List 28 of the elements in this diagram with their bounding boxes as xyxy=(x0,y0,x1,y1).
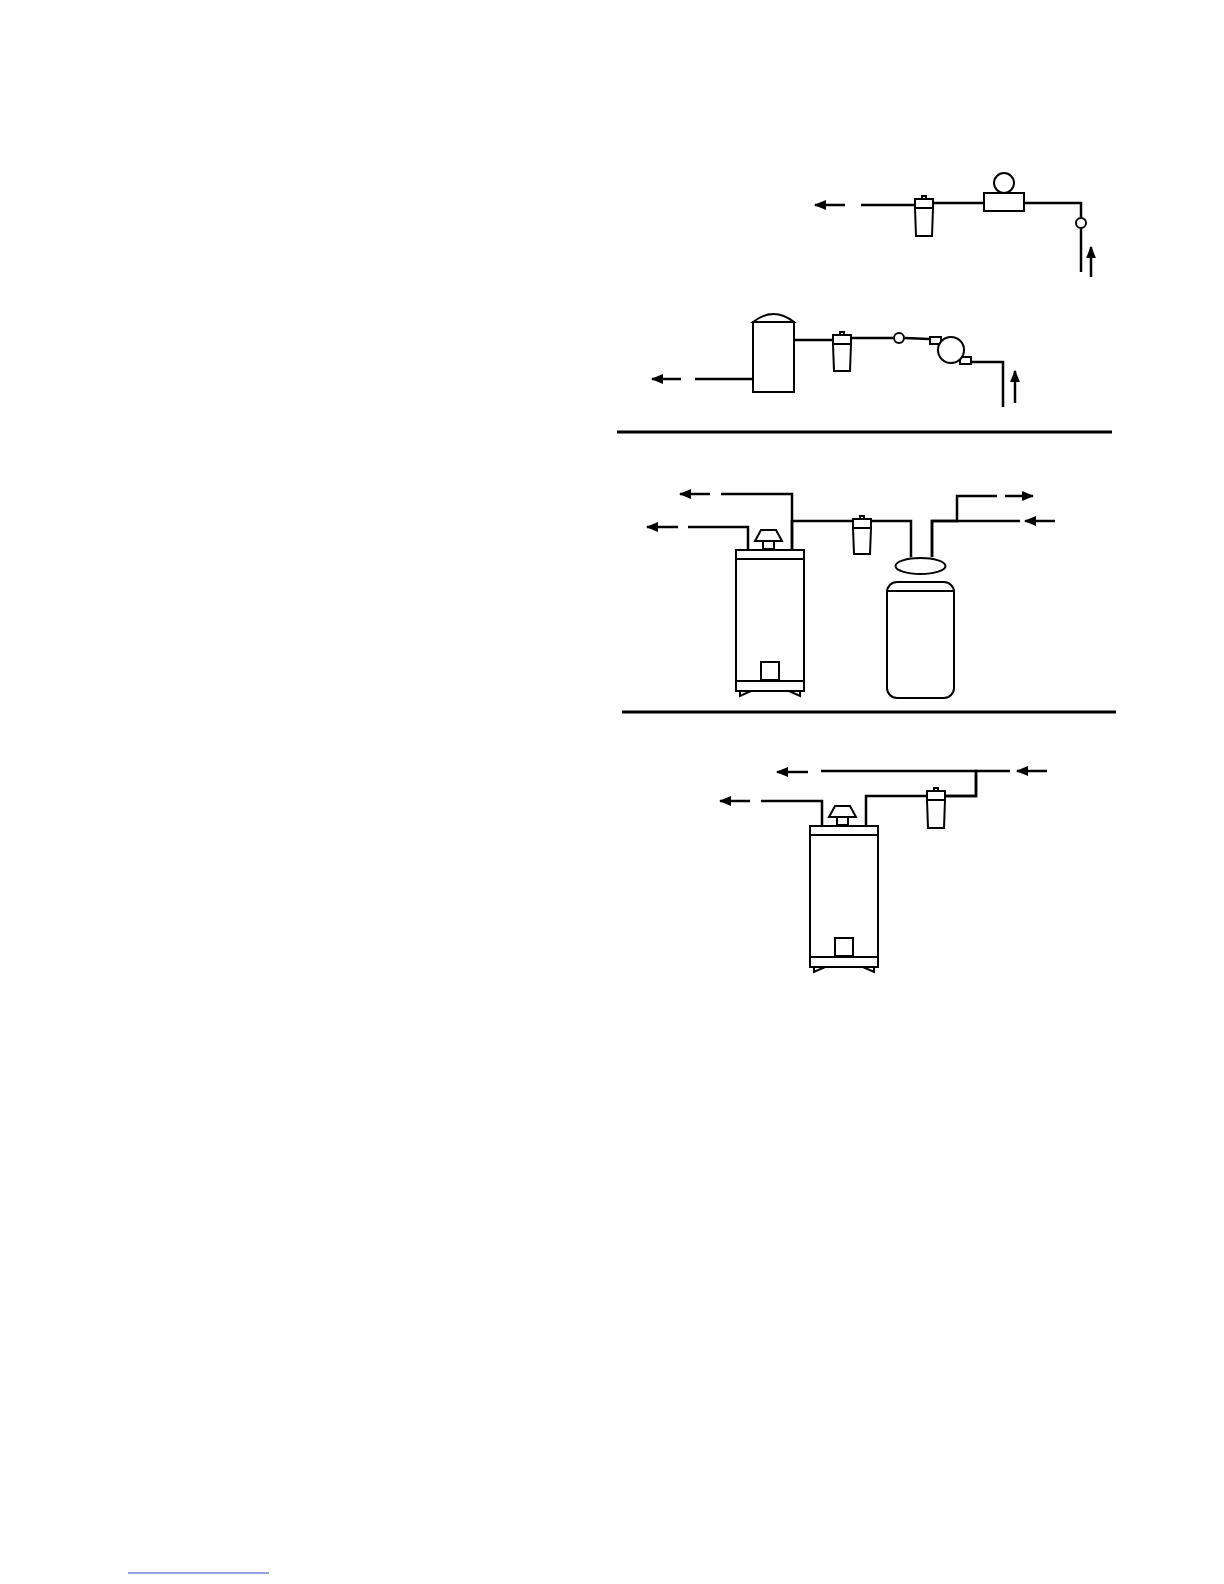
pipe xyxy=(821,769,978,798)
pipe xyxy=(972,360,1005,407)
pressure-tank xyxy=(752,312,795,393)
filter-housing xyxy=(926,787,946,829)
pipe xyxy=(1079,229,1083,272)
valve xyxy=(893,332,905,344)
pipe xyxy=(852,336,893,340)
pipe xyxy=(930,494,997,557)
pipe xyxy=(795,338,832,342)
pipe xyxy=(872,519,913,557)
valve xyxy=(1075,217,1087,229)
pipe xyxy=(864,794,926,825)
water-heater xyxy=(735,549,805,697)
pipe xyxy=(721,492,794,549)
water-softener xyxy=(886,557,955,699)
filter-housing xyxy=(832,331,852,372)
pipe xyxy=(761,799,824,825)
pipe xyxy=(861,203,914,207)
meter xyxy=(983,172,1025,212)
filter-housing xyxy=(852,515,872,555)
pipe xyxy=(904,336,930,341)
pipe xyxy=(688,525,750,549)
pipe xyxy=(695,377,752,381)
pump xyxy=(929,336,972,365)
pipe xyxy=(934,201,983,205)
filter-housing xyxy=(914,195,934,237)
pipe xyxy=(1025,201,1083,217)
water-heater xyxy=(809,825,879,973)
